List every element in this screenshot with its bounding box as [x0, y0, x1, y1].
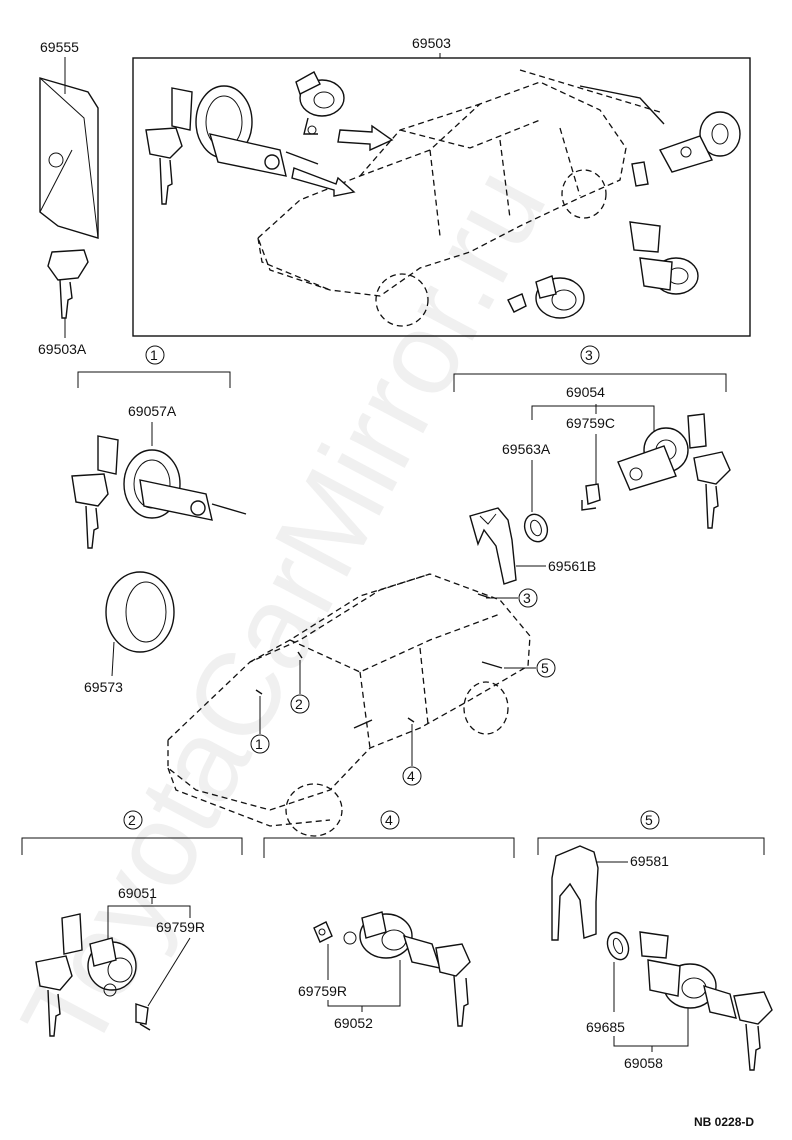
car-callout-3: 3 — [523, 590, 531, 606]
master-key-illustration — [47, 249, 89, 319]
front-door-lock-set-part-number: 69051 — [118, 885, 157, 901]
group-5: 5 69581 69685 69058 — [537, 810, 773, 1071]
callout-arrow — [337, 124, 394, 152]
trunk-retainer-part-number: 69759C — [566, 415, 615, 431]
door-lock-cylinder-illustration — [295, 71, 345, 135]
ignition-cylinder-illustration — [145, 85, 319, 205]
group-2: 2 69051 69759R — [21, 810, 243, 1037]
front-door-lock-cylinder-illustration — [35, 913, 137, 1037]
trunk-lock-set-part-number: 69054 — [566, 384, 605, 400]
car-overview-illustration — [257, 69, 665, 327]
key-case-part-number: 69555 — [40, 39, 79, 55]
group-3-marker: 3 — [585, 347, 593, 363]
back-door-cover-illustration — [551, 845, 599, 941]
key-case-illustration — [39, 77, 99, 239]
trunk-pad-illustration — [523, 513, 549, 543]
ignition-bezel-illustration — [105, 571, 175, 653]
trunk-cover-illustration — [469, 507, 517, 585]
ignition-cylinder-part-number: 69057A — [128, 403, 177, 419]
back-door-lock-set-part-number: 69058 — [624, 1055, 663, 1071]
group-4: 4 69759R 69052 — [263, 810, 515, 1031]
car-callouts: 1 2 3 5 4 — [250, 588, 556, 786]
rear-door-lock-set-part-number: 69052 — [334, 1015, 373, 1031]
group-3: 3 69054 69759C 69563A 6 — [453, 345, 731, 585]
car-callout-illustration — [167, 573, 531, 837]
trunk-cover-part-number: 69561B — [548, 558, 596, 574]
car-callout-4: 4 — [407, 768, 415, 784]
back-door-lock-cylinder-illustration — [639, 931, 773, 1071]
trunk-pad-part-number: 69563A — [502, 441, 551, 457]
master-key-part-number: 69503A — [38, 341, 87, 357]
ignition-cylinder-assembly-illustration — [71, 435, 247, 549]
car-callout-2: 2 — [295, 696, 303, 712]
rear-door-lock-illustration — [507, 275, 585, 319]
front-door-retainer-part-number: 69759R — [156, 919, 205, 935]
watermark: ToyotaCarMirror.ru — [0, 148, 572, 1073]
rear-door-lock-cylinder-illustration — [343, 911, 471, 1027]
back-door-cover-part-number: 69581 — [630, 853, 669, 869]
group-5-marker: 5 — [645, 812, 653, 828]
back-door-pad-part-number: 69685 — [586, 1019, 625, 1035]
group-2-marker: 2 — [128, 812, 136, 828]
drawing-number: NB 0228-D — [694, 1115, 754, 1129]
car-callout-5: 5 — [541, 660, 549, 676]
assembly-frame — [132, 57, 751, 337]
callout-arrow — [291, 167, 356, 197]
trunk-lock-illustration — [631, 111, 741, 187]
rear-door-retainer-part-number: 69759R — [298, 983, 347, 999]
trunk-retainer-illustration — [581, 483, 601, 511]
rear-door-retainer-illustration — [313, 921, 333, 943]
group-4-marker: 4 — [385, 812, 393, 828]
hatch-lock-illustration — [629, 221, 699, 295]
front-door-retainer-illustration — [135, 1003, 151, 1031]
group-1-marker: 1 — [150, 347, 158, 363]
assembly-part-number: 69503 — [412, 35, 451, 51]
ignition-bezel-part-number: 69573 — [84, 679, 123, 695]
car-callout-1: 1 — [255, 736, 263, 752]
trunk-lock-cylinder-illustration — [617, 413, 731, 529]
overview-section: 69503 69555 69503A — [38, 35, 751, 357]
group-1: 1 69057A 69573 — [71, 345, 247, 695]
back-door-pad-illustration — [606, 931, 630, 961]
